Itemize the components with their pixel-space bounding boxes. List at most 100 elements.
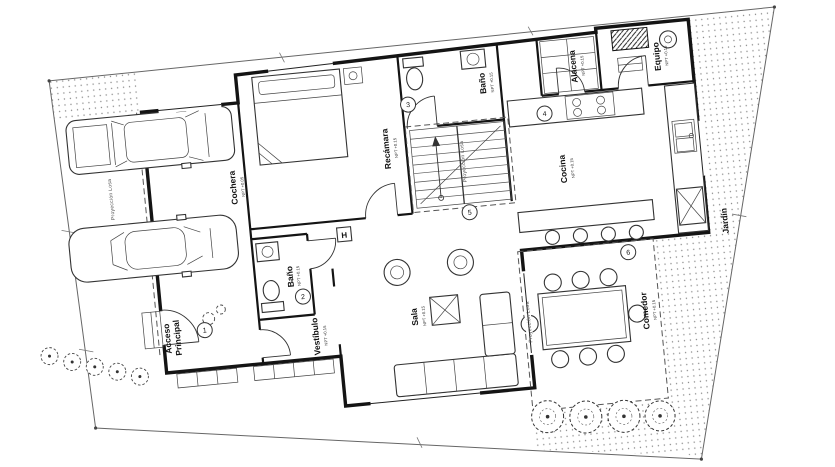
facade-planters	[176, 358, 335, 389]
room-level-equipo: NPT +0.15	[663, 45, 670, 66]
window-glazing	[158, 63, 704, 405]
projection-label-stairs: Proyección Losa	[459, 141, 469, 183]
door-swing-entry	[160, 309, 200, 346]
washbasin-counter	[255, 241, 280, 263]
room-label-equipo: Equipo	[650, 42, 663, 72]
tag-number: 6	[626, 249, 631, 256]
bar-stool	[572, 228, 588, 244]
room-level-alacena: NPT +0.15	[579, 55, 586, 76]
tree	[531, 400, 565, 434]
kitchen-sink	[671, 118, 698, 154]
site-plan: H	[40, 5, 776, 461]
toilet-tank	[260, 300, 285, 314]
dining-set	[520, 268, 647, 369]
bathroom-principal-fixtures	[402, 48, 487, 91]
dining-chair	[551, 350, 570, 369]
shrub-row	[40, 347, 149, 386]
stove	[564, 91, 616, 120]
room-label-bano-pb: Baño	[284, 266, 296, 288]
equipment-block	[610, 26, 650, 52]
room-level-recamara: NPT +0.15	[392, 137, 399, 158]
room-level-vestibulo: NPT +0.15	[322, 325, 329, 346]
tag-circle: 1	[196, 322, 213, 339]
pantry-shelves	[539, 36, 599, 94]
dining-chair	[606, 344, 625, 363]
water-tank	[658, 30, 678, 49]
door-swing-bath-pb	[307, 237, 337, 270]
entry-planter	[202, 312, 216, 326]
shrub	[130, 367, 149, 386]
burner	[573, 108, 582, 117]
entry-steps	[141, 304, 226, 350]
lot-corner-markers	[47, 5, 776, 461]
dining-chair	[543, 273, 562, 292]
tag-number: 1	[203, 327, 208, 334]
bar-stool	[544, 229, 561, 245]
room-label-acceso-2: Principal	[171, 319, 184, 356]
patio-hatch-topleft	[49, 72, 142, 123]
dining-chair	[578, 347, 598, 366]
room-label-bano-principal: Baño	[476, 72, 488, 94]
projection-label-terrace: Proyección Losa	[524, 301, 534, 343]
tree	[607, 399, 641, 433]
burner	[572, 98, 581, 107]
equipment-units	[610, 26, 678, 73]
staircase	[409, 121, 512, 209]
room-level-cocina: NPT +0.15	[569, 157, 576, 178]
door-swing-pantry	[555, 67, 586, 95]
water-heater: H	[335, 226, 353, 243]
room-level-bano-principal: NPT +0.15	[488, 72, 495, 93]
toilet-tank	[402, 56, 425, 69]
room-level-sala: NPT +0.15	[420, 305, 427, 326]
washbasin-bowl	[261, 245, 274, 258]
toilet-bowl	[262, 280, 280, 302]
reference-tags: 1 2 3 4 5 6	[196, 96, 637, 339]
door-swing-bedroom	[365, 182, 399, 219]
tag-circle: 5	[461, 204, 478, 221]
room-label-vestibulo: Vestíbulo	[309, 317, 323, 356]
sofa	[393, 353, 519, 398]
armchair	[383, 258, 411, 286]
tag-circle: 3	[400, 96, 417, 113]
room-label-jardin: Jardín	[718, 208, 730, 234]
room-label-recamara: Recámara	[379, 128, 393, 170]
tree	[644, 400, 676, 432]
room-level-comedor: NPT +0.15	[651, 299, 658, 320]
armchair	[446, 248, 474, 276]
dining-chair	[628, 304, 647, 323]
nightstand	[342, 66, 364, 85]
bar-stool	[628, 224, 644, 240]
dining-table	[537, 285, 632, 351]
toilet-bowl	[406, 67, 424, 91]
room-label-cochera: Cochera	[227, 170, 240, 205]
tag-number: 5	[467, 210, 472, 217]
room-label-comedor: Comedor	[638, 291, 652, 330]
shrub	[63, 353, 82, 371]
burner	[596, 95, 605, 105]
tag-circle: 4	[536, 105, 553, 122]
faucet	[688, 133, 694, 139]
projection-label-left: Proyección Losa	[107, 179, 117, 221]
room-label-alacena: Alacena	[567, 50, 580, 84]
tag-circle: 6	[620, 244, 637, 261]
tag-circle: 2	[294, 288, 311, 305]
burner	[597, 105, 606, 115]
tag-number: 4	[542, 111, 547, 118]
slab-projection-terrace	[517, 238, 669, 412]
living-room-furniture	[383, 248, 519, 398]
shrub	[40, 347, 59, 366]
dining-chair	[599, 268, 618, 287]
bathroom-pb-fixtures	[255, 241, 285, 314]
room-level-cochera: NPT +0.05	[239, 176, 246, 197]
room-label-acceso: Acceso	[161, 323, 174, 354]
car-2	[68, 213, 239, 283]
door-swing-garage	[259, 329, 291, 359]
stairs-direction-arrow	[432, 136, 441, 147]
tag-number: 2	[301, 294, 306, 301]
tree	[569, 400, 603, 434]
water-heater-label: H	[341, 231, 348, 241]
bar-stool	[600, 226, 616, 242]
shrub	[85, 357, 104, 376]
